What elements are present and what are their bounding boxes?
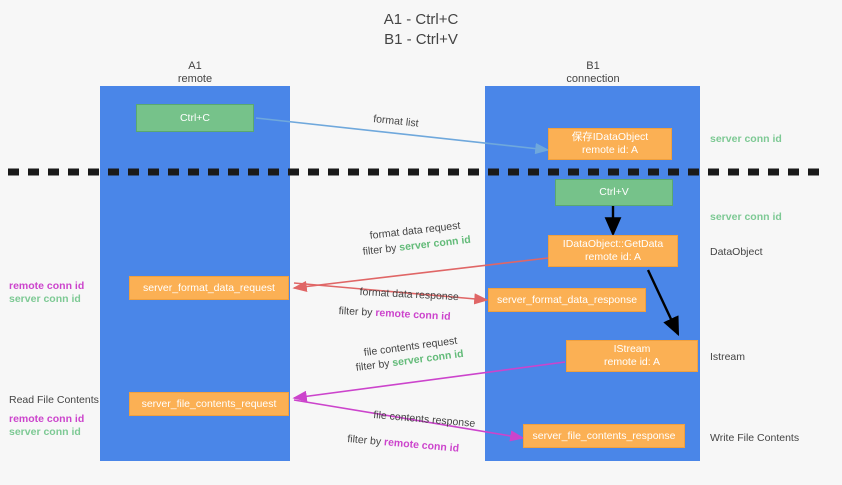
box-getdata-line1: IDataObject::GetData: [562, 238, 664, 250]
lane-b1-name: B1: [586, 60, 600, 72]
box-istream-line1: IStream: [613, 343, 651, 355]
title-line-1: A1 - Ctrl+C: [383, 11, 459, 28]
box-server-format-data-response[interactable]: server_format_data_response: [488, 288, 646, 312]
arrow-format-data-response: [293, 282, 489, 305]
arrow-format-list: [255, 117, 550, 155]
box-istream-line2: remote id: A: [603, 356, 661, 368]
box-server-format-data-request-label: server_format_data_request: [143, 281, 275, 294]
box-server-file-contents-request[interactable]: server_file_contents_request: [129, 392, 289, 416]
left-label-server-conn-id-2: server conn id: [9, 426, 81, 438]
box-ctrl-v-label: Ctrl+V: [599, 186, 629, 198]
right-label-write-file-contents: Write File Contents: [710, 432, 800, 444]
box-server-file-contents-response-label: server_file_contents_response: [532, 429, 676, 442]
right-label-server-conn-id-second: server conn id: [710, 211, 782, 223]
filter-key-remote-conn-id-1: remote conn id: [375, 306, 451, 323]
title-line-2: B1 - Ctrl+V: [384, 31, 458, 48]
box-idataobject-getdata[interactable]: IDataObject::GetData remote id: A: [548, 235, 678, 267]
box-server-file-contents-response[interactable]: server_file_contents_response: [523, 424, 685, 448]
lane-header-a1: A1 remote: [120, 60, 270, 86]
box-server-format-data-request[interactable]: server_format_data_request: [129, 276, 289, 300]
diagram-title: A1 - Ctrl+C B1 - Ctrl+V: [0, 10, 842, 50]
right-label-server-conn-id-top: server conn id: [710, 133, 782, 145]
arrow-getdata-to-istream: [646, 269, 680, 337]
arrow-format-data-request: [292, 257, 549, 293]
box-server-file-contents-request-label: server_file_contents_request: [141, 397, 277, 410]
box-save-idataobject-line1: 保存IDataObject: [571, 131, 649, 143]
box-server-format-data-response-label: server_format_data_response: [496, 293, 638, 306]
lane-a1-sub: remote: [177, 73, 213, 85]
box-ctrl-c[interactable]: Ctrl+C: [136, 104, 254, 132]
arrow-file-contents-response: [293, 399, 525, 442]
left-label-remote-conn-id-2: remote conn id: [9, 413, 85, 425]
box-getdata-line2: remote id: A: [584, 251, 642, 263]
right-label-dataobject: DataObject: [710, 246, 763, 258]
lane-header-b1: B1 connection: [518, 60, 668, 86]
box-ctrl-v[interactable]: Ctrl+V: [555, 179, 673, 206]
box-ctrl-c-label: Ctrl+C: [179, 111, 211, 124]
lane-b1-sub: connection: [566, 73, 620, 85]
left-label-read-file-contents: Read File Contents: [9, 394, 99, 406]
box-save-idataobject[interactable]: 保存IDataObject remote id: A: [548, 128, 672, 160]
left-label-server-conn-id-1: server conn id: [9, 293, 81, 305]
right-label-istream: Istream: [710, 351, 746, 363]
arrow-file-contents-request: [292, 361, 566, 402]
box-istream[interactable]: IStream remote id: A: [566, 340, 698, 372]
box-save-idataobject-line2: remote id: A: [581, 144, 639, 156]
left-label-remote-conn-id-1: remote conn id: [9, 280, 85, 292]
lane-a1-name: A1: [188, 60, 202, 72]
